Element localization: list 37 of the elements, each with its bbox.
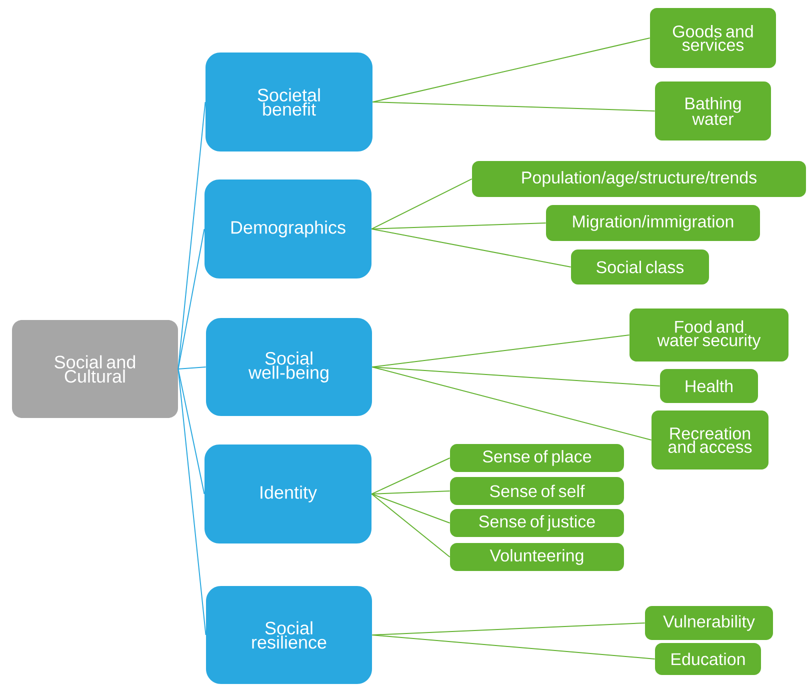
connector-line xyxy=(371,493,450,524)
item-box: Population/age/structure/trends xyxy=(472,161,806,197)
connector-line xyxy=(371,493,450,558)
category-box: Social resilience xyxy=(206,586,372,684)
connector-line xyxy=(372,366,660,386)
item-box: Education xyxy=(655,642,761,675)
connector-line xyxy=(372,334,630,368)
connector-line xyxy=(371,457,450,494)
connector-line xyxy=(178,366,206,370)
connector-line xyxy=(371,228,572,268)
item-box: Vulnerability xyxy=(645,606,773,640)
connector-line xyxy=(372,366,652,440)
item-box: Sense of justice xyxy=(450,508,624,537)
item-box: Sense of self xyxy=(450,476,624,505)
connector-line xyxy=(371,222,546,230)
connector-line xyxy=(371,178,472,230)
item-box: Social class xyxy=(571,250,709,284)
item-box: Bathing water xyxy=(655,82,771,140)
item-box: Health xyxy=(660,369,758,403)
connector-line xyxy=(178,368,205,494)
connector-line xyxy=(372,102,656,112)
item-box: Sense of place xyxy=(450,444,624,472)
item-box: Migration/immigration xyxy=(546,205,760,241)
connector-line xyxy=(372,634,656,660)
item-box: Recreation and access xyxy=(652,410,768,470)
category-box: Social well-being xyxy=(206,318,372,416)
category-box: Societal benefit xyxy=(206,52,372,152)
root-box: Social and Cultural xyxy=(12,320,178,418)
category-box: Demographics xyxy=(204,179,372,278)
category-box: Identity xyxy=(204,444,372,544)
item-box: Goods and services xyxy=(650,8,776,68)
connector-line xyxy=(371,490,450,494)
connector-line xyxy=(178,368,206,636)
item-box: Volunteering xyxy=(450,542,624,571)
connector-line xyxy=(178,228,205,370)
connector-line xyxy=(372,38,650,102)
item-box: Food and water security xyxy=(630,308,788,362)
